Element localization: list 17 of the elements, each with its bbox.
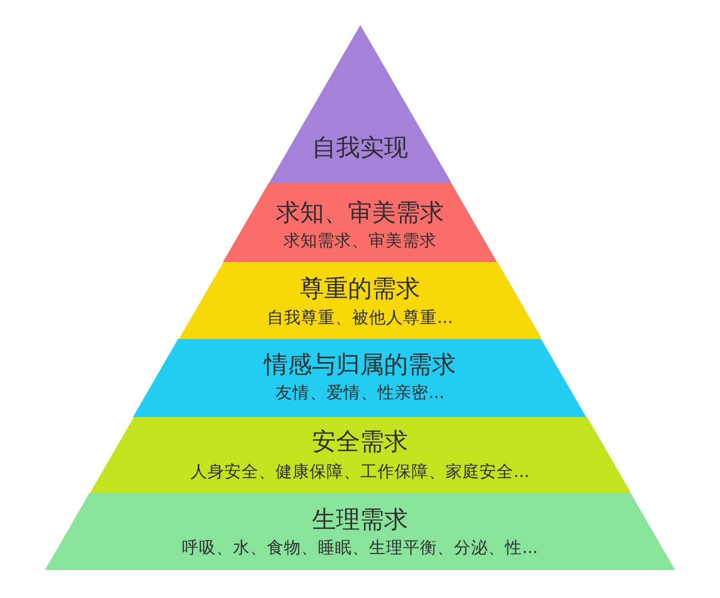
tier-title: 尊重的需求 — [300, 276, 420, 302]
pyramid-tier — [178, 262, 542, 339]
tier-title: 生理需求 — [312, 506, 408, 534]
tier-description: 求知需求、审美需求 — [283, 232, 436, 250]
tier-description: 呼吸、水、食物、睡眠、生理平衡、分泌、性... — [182, 538, 538, 558]
tier-title: 情感与归属的需求 — [264, 352, 456, 378]
tier-title: 求知、审美需求 — [276, 200, 444, 226]
pyramid-tier — [45, 493, 675, 570]
tier-title: 自我实现 — [312, 134, 408, 162]
tier-description: 自我尊重、被他人尊重... — [267, 308, 453, 328]
pyramid-tier — [133, 339, 587, 417]
pyramid-tier — [268, 25, 452, 183]
tier-description: 人身安全、健康保障、工作保障、家庭安全... — [190, 462, 530, 482]
pyramid-tier — [223, 183, 497, 262]
pyramid-tier — [90, 417, 630, 493]
tier-title: 安全需求 — [312, 428, 408, 456]
tier-description: 友情、爱情、性亲密... — [276, 384, 444, 402]
